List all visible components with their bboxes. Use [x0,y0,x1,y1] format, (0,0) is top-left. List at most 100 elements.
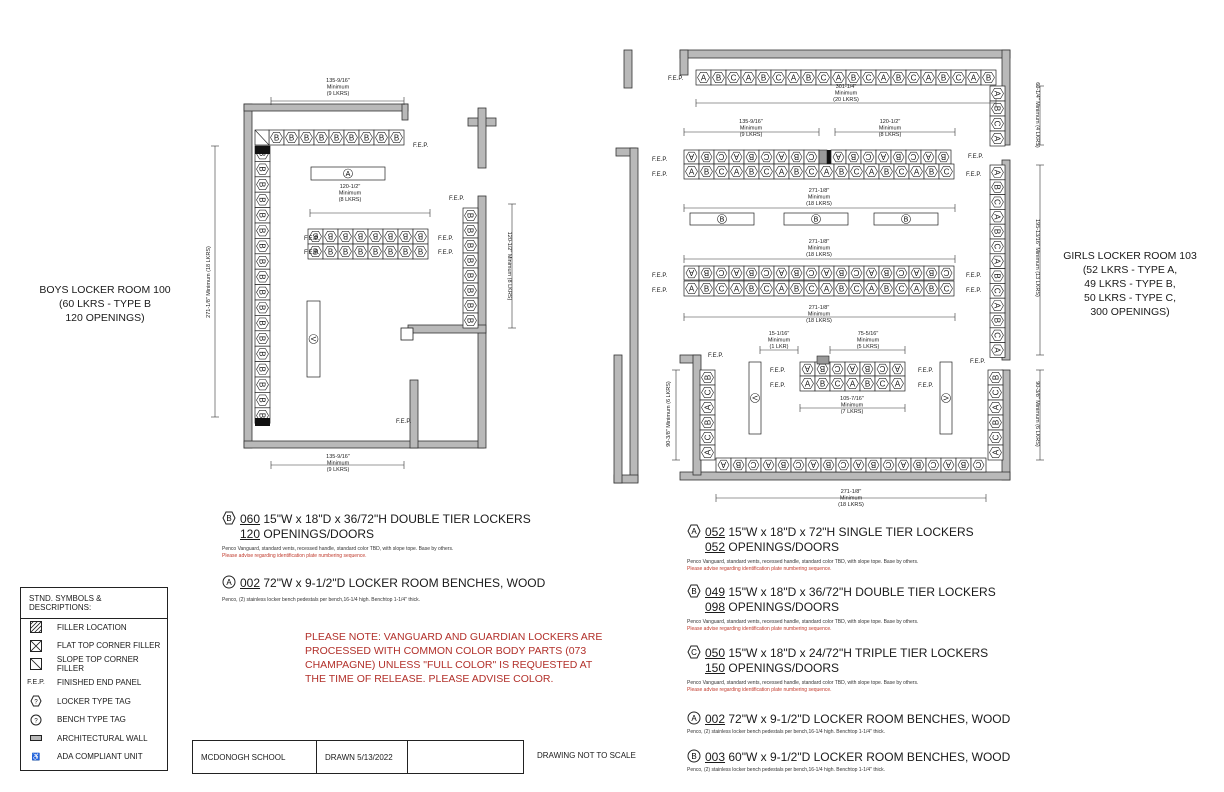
hexagon-icon [847,151,860,163]
locker-cell: B [775,457,792,473]
locker-type-label: B [704,285,709,294]
fep-label: F.E.P. [438,250,454,256]
locker-cell: C [938,265,955,281]
hexagon-icon [991,241,1004,252]
legend-symbol [29,732,43,744]
spec-desc: 60"W x 9-1/2"D LOCKER ROOM BENCHES, WOOD [728,750,1011,764]
fep-label: F.E.P. [968,154,984,160]
locker-cell: B [878,163,895,180]
locker-type-label: A [704,449,713,455]
school-name: MCDONOGH SCHOOL [193,741,317,773]
locker-type-label: A [881,74,887,83]
dimension-label: 120-1/2" [340,184,361,190]
hexagon-icon [760,151,773,163]
spec-qty: 002 [705,712,726,726]
dimension-label: 75-5/16" [858,331,879,337]
hexagon-icon [925,267,938,279]
bench-top [748,361,762,435]
locker-type-label: B [826,460,831,469]
locker-type-label: A [993,214,1002,220]
spec-desc: 15"W x 18"D x 36/72"H DOUBLE TIER LOCKER… [728,585,996,599]
tag-letter: B [226,514,231,523]
dimension-label: (9 LKRS) [327,91,350,97]
locker-cell: B [743,149,760,165]
locker-cell: A [818,163,835,180]
tag-letter: A [691,714,697,723]
locker-type-label: B [328,232,333,241]
legend-label: FINISHED END PANEL [57,678,142,687]
hexagon-icon [937,72,950,83]
locker-type-label: B [466,303,475,308]
hexagon-icon [877,72,890,83]
locker-cell: B [845,69,862,86]
locker-cell: C [880,457,897,473]
locker-type-label: B [373,248,378,257]
locker-cell: A [773,280,790,297]
locker-cell: A [830,149,847,165]
locker-type-label: B [466,228,475,233]
hexagon-icon [339,246,352,258]
locker-type-label: C [808,268,814,277]
locker-cell: A [773,265,790,281]
locker-cell: B [859,361,876,377]
hexagon-icon [464,210,477,221]
locker-type-label: C [809,285,815,294]
hexagon-icon [867,459,880,471]
legend-row: ARCHITECTURAL WALL [29,731,148,745]
locker-cell: C [989,238,1006,255]
locker-cell: B [462,267,479,284]
title-line: 300 OPENINGS) [1090,306,1170,318]
hexagon-icon [940,282,953,295]
hexagon-icon [730,267,743,279]
hexagon-icon [464,240,477,251]
dimension-label: (9 LKRS) [740,132,763,138]
legend-label: ADA COMPLIANT UNIT [57,752,143,761]
hexagon-icon [256,209,269,221]
locker-type-label: B [992,375,1001,380]
circle-icon: B [687,749,701,763]
hexagon-icon [369,231,382,242]
hexagon-icon [831,377,844,390]
dimension-label: 135-9/16" [326,454,350,460]
hexagon-icon [927,459,940,471]
locker-type-label: B [993,185,1002,190]
bench-type-label: B [814,217,819,224]
hexagon-icon [805,282,818,295]
locker-cell: C [989,283,1006,299]
locker-cell: C [989,327,1006,343]
locker-type-label: B [749,152,754,161]
fep-label: F.E.P. [668,76,684,82]
filler-block [816,355,830,365]
locker-cell: B [254,392,271,409]
locker-type-label: A [810,460,816,469]
locker-cell: B [743,280,760,297]
locker-cell: A [989,164,1006,181]
hexagon-icon [256,286,269,298]
locker-cell: C [989,115,1006,132]
spec-qty: 052 [705,525,726,539]
hexagon-icon [877,151,890,163]
hexagon-icon [757,72,770,83]
hexagon-icon [285,132,298,143]
locker-type-label: B [749,285,754,294]
locker-cell: C [893,280,910,297]
locker-cell: B [254,222,271,239]
fep-label: F.E.P. [970,359,986,365]
locker-type-label: B [258,305,267,310]
locker-cell: A [715,457,732,473]
hexagon-icon [701,401,714,414]
locker-cell: B [462,207,479,224]
locker-cell: A [818,280,835,297]
hexagon-icon [907,72,920,83]
wall-segment [243,103,253,449]
locker-type-label: C [865,152,871,161]
hexagon-icon [891,377,904,390]
openings-qty: 098 [705,600,726,614]
hexagon-icon [345,132,358,143]
hexagon-icon [256,271,269,283]
dimension-label: Minimum [857,338,880,344]
locker-type-label: C [879,364,885,373]
hexagon-icon [912,459,925,471]
hexagon-icon [991,329,1004,341]
